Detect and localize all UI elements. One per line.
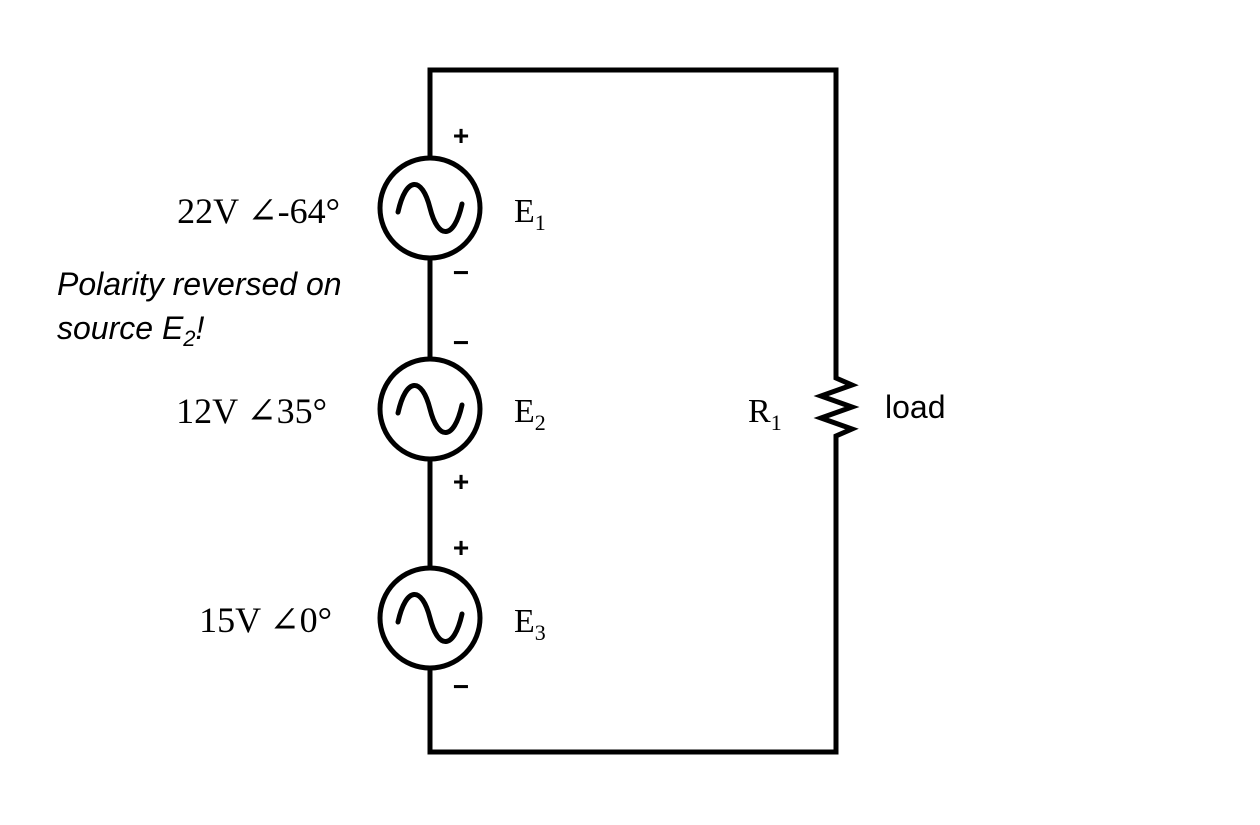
resistor-description: load bbox=[885, 389, 946, 425]
wire-bottom bbox=[427, 437, 839, 755]
e2-bottom-polarity: + bbox=[453, 466, 469, 497]
sine-wave-icon bbox=[395, 182, 465, 234]
polarity-note-line1: Polarity reversed on bbox=[57, 266, 342, 302]
e1-top-polarity: + bbox=[453, 120, 469, 151]
resistor-zigzag bbox=[813, 372, 860, 442]
sine-wave-icon bbox=[395, 592, 465, 644]
e1-bottom-polarity: − bbox=[453, 257, 469, 288]
e2-top-polarity: − bbox=[453, 327, 469, 358]
e3-label: E3 bbox=[514, 603, 546, 645]
resistor-label: R1 bbox=[748, 393, 782, 435]
source-e2 bbox=[377, 356, 483, 462]
e2-value: 12V ∠35° bbox=[176, 391, 327, 431]
e3-bottom-polarity: − bbox=[453, 671, 469, 702]
e1-value: 22V ∠-64° bbox=[177, 191, 340, 231]
sine-wave-icon bbox=[395, 383, 465, 435]
e1-label: E1 bbox=[514, 193, 546, 235]
e3-value: 15V ∠0° bbox=[199, 600, 332, 640]
source-e3 bbox=[377, 565, 483, 671]
e3-top-polarity: + bbox=[453, 532, 469, 563]
e2-label: E2 bbox=[514, 393, 546, 435]
wire-top-right bbox=[427, 67, 839, 378]
polarity-note-line2: source E2! bbox=[57, 310, 205, 351]
source-e1 bbox=[377, 155, 483, 261]
